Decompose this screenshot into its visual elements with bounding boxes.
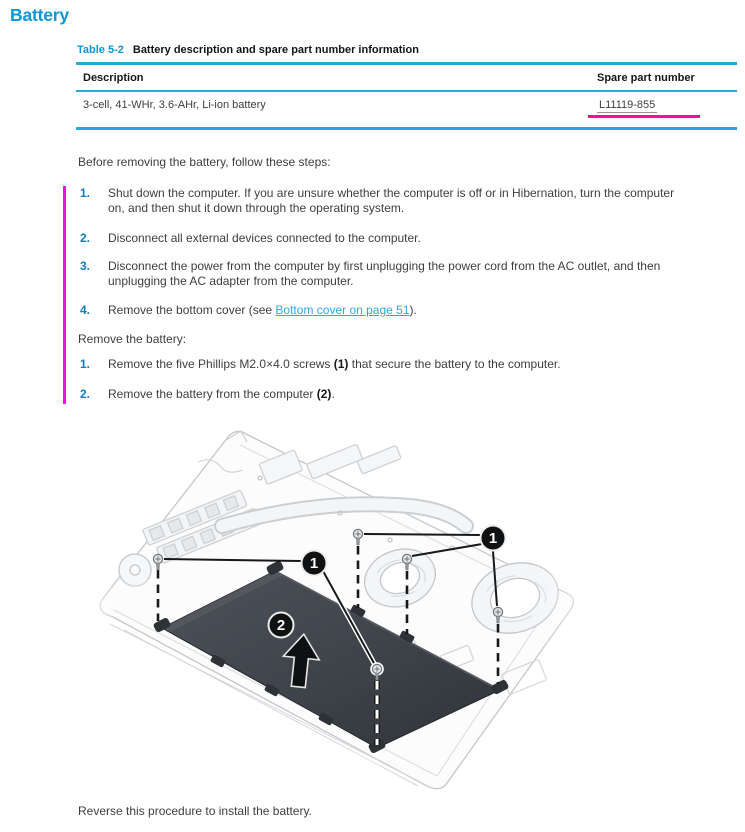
step-text: Remove the five Phillips M2.0×4.0 screws…: [108, 357, 561, 371]
fade-bottom: [80, 743, 380, 808]
callout-1-badge: 1: [300, 549, 328, 577]
step-before-1: 1. Shut down the computer. If you are un…: [78, 186, 692, 216]
cell-spare-part-number: L11119-855: [588, 99, 737, 118]
table-caption-label: Table 5-2: [77, 44, 124, 56]
screw-icon: [370, 662, 384, 681]
intro-paragraph: Before removing the battery, follow thes…: [78, 155, 331, 169]
column-header-description: Description: [83, 72, 144, 84]
step-text: Remove the bottom cover (see Bottom cove…: [108, 303, 417, 317]
step-number: 1.: [80, 186, 91, 200]
step-text: Disconnect all external devices connecte…: [108, 231, 421, 245]
step-number: 4.: [80, 303, 91, 317]
revision-change-bar: [63, 186, 66, 404]
screw-icon: [492, 606, 504, 624]
step-text: Shut down the computer. If you are unsur…: [108, 186, 675, 215]
leader-dashes: [156, 546, 500, 745]
callout-2-badge: 2: [267, 611, 295, 639]
fade-left: [80, 418, 116, 808]
bottom-cover-link[interactable]: Bottom cover on page 51: [275, 303, 410, 317]
table-header-row: Description Spare part number: [76, 65, 737, 92]
screw-icons: [152, 528, 504, 681]
step-text: Disconnect the power from the computer b…: [108, 259, 661, 288]
callout-1b-label: 1: [489, 530, 497, 547]
step-before-4: 4. Remove the bottom cover (see Bottom c…: [78, 303, 692, 318]
revision-underline: [588, 115, 700, 118]
column-header-spare-part-number: Spare part number: [597, 72, 695, 84]
battery-removal-figure: 1 1 2: [80, 418, 740, 808]
step-number: 2.: [80, 231, 91, 245]
spare-part-table: Description Spare part number 3-cell, 41…: [76, 62, 737, 130]
step-number: 2.: [80, 387, 91, 401]
battery-tabs: [153, 560, 509, 754]
callout-1b-badge: 1: [479, 524, 507, 552]
step-number: 3.: [80, 259, 91, 273]
callout-ref-2: (2): [316, 387, 332, 401]
leader-lines: [163, 533, 498, 667]
table-caption: Table 5-2 Battery description and spare p…: [77, 44, 419, 56]
battery: [153, 560, 509, 754]
callout-ref-1: (1): [333, 357, 349, 371]
remove-heading: Remove the battery:: [78, 332, 187, 346]
page-title: Battery: [10, 5, 69, 25]
step-before-3: 3. Disconnect the power from the compute…: [78, 259, 692, 289]
screw-icon: [152, 553, 164, 571]
callout-2-label: 2: [277, 617, 285, 634]
table-row: 3-cell, 41-WHr, 3.6-AHr, Li-ion battery …: [76, 92, 737, 127]
step-before-2: 2. Disconnect all external devices conne…: [78, 231, 692, 246]
step-text: Remove the battery from the computer (2)…: [108, 387, 335, 401]
table-caption-text: Battery description and spare part numbe…: [132, 44, 419, 56]
screw-icon: [352, 528, 364, 546]
step-remove-2: 2. Remove the battery from the computer …: [78, 387, 692, 402]
fade-right: [530, 418, 740, 808]
footer-note: Reverse this procedure to install the ba…: [78, 804, 312, 818]
step-number: 1.: [80, 357, 91, 371]
spare-part-number-link[interactable]: L11119-855: [597, 99, 658, 113]
step-remove-1: 1. Remove the five Phillips M2.0×4.0 scr…: [78, 357, 692, 372]
callout-1-label: 1: [310, 555, 318, 572]
removal-arrow-icon: [281, 632, 321, 689]
screw-icon: [401, 553, 413, 571]
cell-description: 3-cell, 41-WHr, 3.6-AHr, Li-ion battery: [83, 99, 266, 111]
